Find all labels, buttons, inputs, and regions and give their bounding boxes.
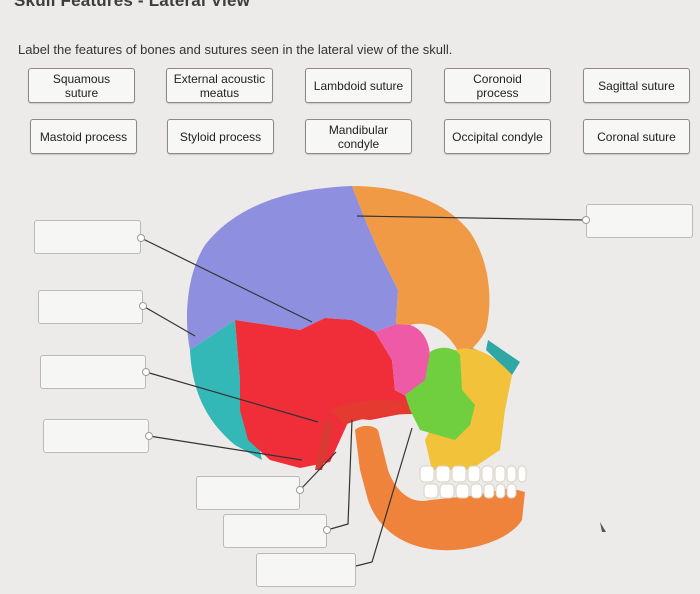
label-chip-external-acoustic-meatus[interactable]: External acoustic meatus bbox=[166, 68, 273, 103]
cursor-arrow-icon bbox=[600, 522, 606, 532]
leader-line-7 bbox=[355, 427, 413, 567]
anchor-point bbox=[142, 368, 150, 376]
label-chip-styloid-process[interactable]: Styloid process bbox=[167, 119, 274, 154]
label-chip-text: Mandibular condyle bbox=[328, 122, 389, 151]
page-title: Skull Features - Lateral View bbox=[14, 0, 251, 10]
label-chip-text: External acoustic meatus bbox=[173, 71, 266, 100]
label-chip-text: Styloid process bbox=[179, 129, 262, 144]
label-chip-text: Coronoid process bbox=[473, 71, 522, 100]
drop-target-3[interactable] bbox=[40, 355, 146, 389]
anchor-point bbox=[296, 486, 304, 494]
leader-line-4 bbox=[148, 435, 303, 461]
drop-target-2[interactable] bbox=[38, 290, 143, 324]
label-chip-text: Occipital condyle bbox=[452, 129, 543, 144]
styloid-process-shape bbox=[315, 420, 334, 470]
zygomatic-arch bbox=[330, 400, 414, 425]
label-chip-lambdoid-suture[interactable]: Lambdoid suture bbox=[305, 68, 412, 103]
drop-target-7[interactable] bbox=[256, 553, 356, 587]
zygomatic-bone bbox=[405, 347, 475, 440]
nasal-bone bbox=[486, 340, 520, 375]
frontal-bone bbox=[352, 186, 490, 358]
label-chip-occipital-condyle[interactable]: Occipital condyle bbox=[444, 119, 551, 154]
teeth bbox=[419, 465, 527, 499]
leader-line-6 bbox=[326, 419, 353, 531]
leader-line-8 bbox=[356, 215, 587, 221]
label-chip-mandibular-condyle[interactable]: Mandibular condyle bbox=[305, 119, 412, 154]
anchor-point bbox=[582, 216, 590, 224]
label-chip-squamous-suture[interactable]: Squamous suture bbox=[28, 68, 135, 103]
anchor-point bbox=[145, 432, 153, 440]
sphenoid-bone bbox=[375, 324, 431, 398]
drop-target-5[interactable] bbox=[196, 476, 300, 510]
label-chip-coronal-suture[interactable]: Coronal suture bbox=[583, 119, 690, 154]
drop-target-1[interactable] bbox=[34, 220, 141, 254]
leader-line-3 bbox=[145, 371, 319, 423]
drop-target-6[interactable] bbox=[223, 514, 327, 548]
mandible bbox=[355, 425, 525, 551]
leader-line-5 bbox=[299, 451, 337, 491]
label-chip-text: Lambdoid suture bbox=[313, 78, 404, 93]
anchor-point bbox=[137, 234, 145, 242]
label-chip-sagittal-suture[interactable]: Sagittal suture bbox=[583, 68, 690, 103]
parietal-bone bbox=[186, 186, 398, 350]
temporal-bone bbox=[235, 318, 412, 468]
label-chip-text: Mastoid process bbox=[39, 129, 128, 144]
label-chip-text: Squamous suture bbox=[52, 71, 111, 100]
instructions-text: Label the features of bones and sutures … bbox=[18, 42, 453, 57]
anchor-point bbox=[323, 526, 331, 534]
leader-line-1 bbox=[140, 237, 313, 323]
anchor-point bbox=[139, 302, 147, 310]
label-chip-text: Sagittal suture bbox=[598, 78, 675, 93]
label-chip-text: Coronal suture bbox=[597, 129, 676, 144]
leader-line-2 bbox=[142, 305, 196, 337]
drop-target-4[interactable] bbox=[43, 419, 149, 453]
label-chip-coronoid-process[interactable]: Coronoid process bbox=[444, 68, 551, 103]
leader-lines bbox=[140, 215, 587, 567]
drop-target-8[interactable] bbox=[586, 204, 693, 238]
label-chip-mastoid-process[interactable]: Mastoid process bbox=[30, 119, 137, 154]
